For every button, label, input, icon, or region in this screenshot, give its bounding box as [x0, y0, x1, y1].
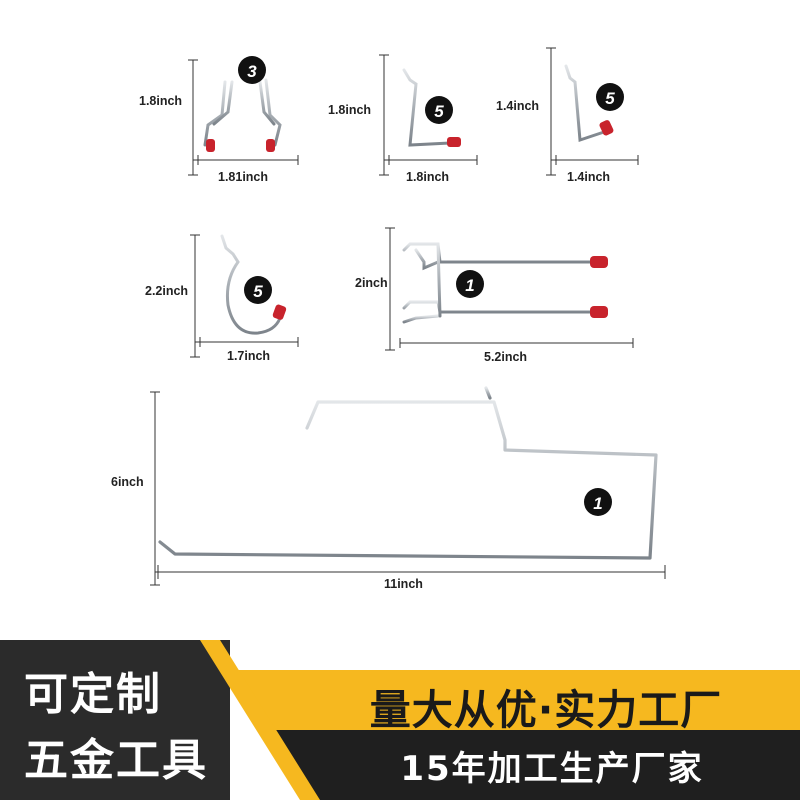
hook-item-4: 5 2.2inch 1.7inch [145, 234, 299, 363]
height-label: 2.2inch [145, 284, 188, 298]
height-label: 1.8inch [328, 103, 371, 117]
hook-item-2: 5 1.8inch 1.8inch [328, 54, 478, 184]
width-label: 1.81inch [218, 170, 268, 184]
svg-text:5: 5 [605, 89, 615, 108]
width-label: 5.2inch [484, 350, 527, 364]
height-label: 1.4inch [496, 99, 539, 113]
width-label: 1.7inch [227, 349, 270, 363]
banner-factory-years: 15年加工生产厂家 [400, 749, 704, 789]
svg-text:5: 5 [434, 102, 444, 121]
height-label: 6inch [111, 475, 144, 489]
svg-text:3: 3 [247, 62, 257, 81]
banner-customizable-text: 可定制 [24, 669, 162, 720]
svg-text:1: 1 [465, 276, 474, 295]
banner-slogan: 量大从优·实力工厂 [369, 686, 723, 734]
svg-text:1: 1 [593, 494, 602, 513]
banner-left-panel [0, 640, 230, 800]
hook-assortment-illustration: 3 1.8inch 1.81inch 5 1.8inch 1.8inch [111, 47, 666, 591]
hook-item-6: 1 6inch 11inch [111, 382, 666, 591]
count-badge: 5 [596, 83, 624, 111]
hook-item-1: 3 1.8inch 1.81inch [139, 56, 299, 184]
hook-item-5: 1 2inch 5.2inch [355, 227, 634, 364]
banner-hardware-text: 五金工具 [24, 735, 208, 786]
width-label: 1.4inch [567, 170, 610, 184]
height-label: 2inch [355, 276, 388, 290]
count-badge: 5 [244, 276, 272, 304]
promo-banner: 可定制 五金工具 量大从优·实力工厂 15年加工生产厂家 [0, 640, 800, 800]
svg-text:5: 5 [253, 282, 263, 301]
count-badge: 5 [425, 96, 453, 124]
banner-top-strip [230, 670, 800, 730]
count-badge: 3 [238, 56, 266, 84]
banner-bottom-strip [268, 730, 800, 800]
width-label: 11inch [384, 577, 423, 591]
count-badge: 1 [456, 270, 484, 298]
height-label: 1.8inch [139, 94, 182, 108]
hook-item-3: 5 1.4inch 1.4inch [496, 47, 639, 184]
count-badge: 1 [584, 488, 612, 516]
width-label: 1.8inch [406, 170, 449, 184]
